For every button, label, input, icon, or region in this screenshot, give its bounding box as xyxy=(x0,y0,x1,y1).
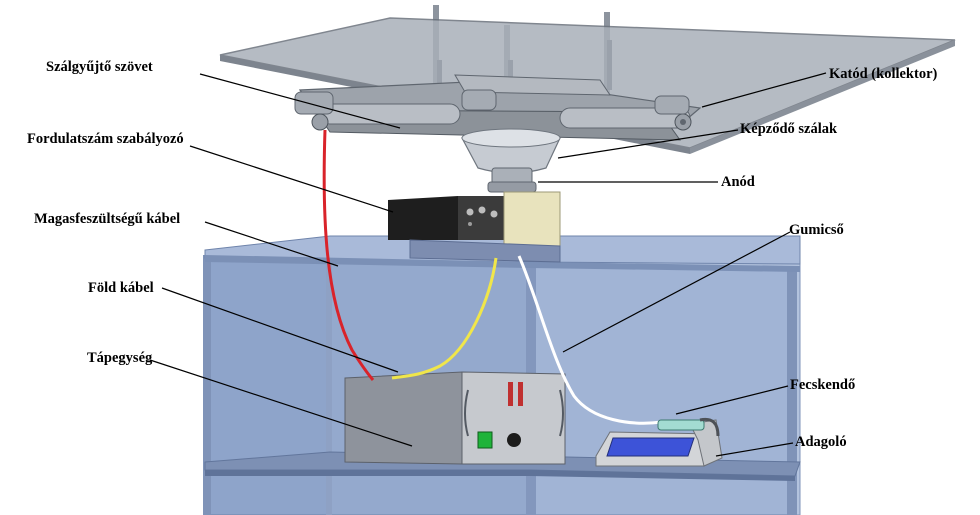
collector-assembly xyxy=(219,5,956,154)
output-slot xyxy=(518,382,523,406)
label-speed-controller: Fordulatszám szabályozó xyxy=(27,131,184,147)
output-slot xyxy=(508,382,513,406)
power-switch xyxy=(477,431,493,449)
syringe-pump xyxy=(595,417,723,467)
controller-knob-icon xyxy=(478,206,486,214)
label-rubber-tube: Gumicső xyxy=(789,222,844,238)
label-fiber-collector-fabric: Szálgyűjtő szövet xyxy=(46,59,153,75)
label-syringe: Fecskendő xyxy=(790,377,855,393)
controller-knob-icon xyxy=(490,210,498,218)
label-power-supply: Tápegység xyxy=(87,350,153,366)
label-forming-fibers: Képződő szálak xyxy=(740,121,838,137)
power-supply xyxy=(344,371,566,465)
leader-lines xyxy=(149,72,827,457)
pump-screen xyxy=(606,437,695,457)
label-dispenser: Adagoló xyxy=(795,434,847,450)
label-high-voltage-cable: Magasfeszültségű kábel xyxy=(34,211,180,227)
controller-knob-icon xyxy=(466,208,474,216)
voltage-knob-icon xyxy=(507,433,521,447)
speed-controller xyxy=(388,196,504,240)
ground-cable xyxy=(391,257,498,380)
label-ground-cable: Föld kábel xyxy=(88,280,154,296)
anode-block xyxy=(409,191,561,263)
anode-assembly xyxy=(461,128,561,193)
label-anode: Anód xyxy=(721,174,755,190)
rubber-tube xyxy=(517,255,663,425)
syringe xyxy=(657,419,705,431)
label-cathode-collector: Katód (kollektor) xyxy=(829,66,938,82)
